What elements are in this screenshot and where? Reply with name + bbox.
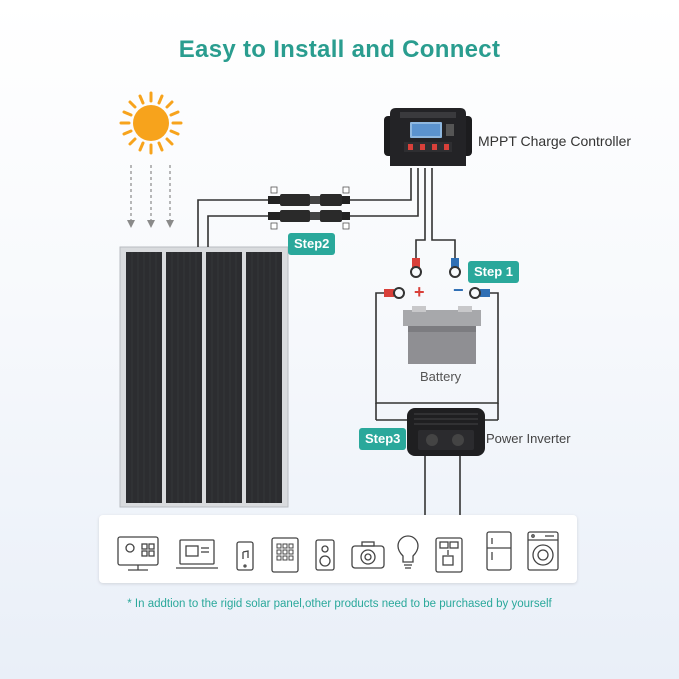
speaker-icon [315,539,335,571]
lightbulb-icon [397,535,419,569]
coffee-machine-icon [435,537,463,573]
phone-icon [236,541,254,571]
sun-icon [119,91,183,155]
controller-ring-terminals [410,258,461,278]
battery [403,306,481,364]
tablet-icon [271,537,299,573]
step2-badge: Step2 [288,233,336,255]
step1-badge: Step 1 [468,261,520,283]
sunlight-arrows [130,165,171,222]
negative-symbol: − [453,280,464,300]
mc4-connectors [268,186,350,230]
laptop-icon [176,539,218,569]
fridge-icon [486,531,512,571]
footnote: * In addtion to the rigid solar panel,ot… [127,598,552,610]
tv-icon [117,536,159,571]
battery-ring-terminals [384,287,490,299]
washing-machine-icon [527,531,559,571]
appliance-icons [117,531,559,573]
step3-badge: Step3 [359,428,407,450]
battery-cables [375,292,499,420]
panel-cables [197,168,419,247]
solar-panel [119,246,289,508]
power-inverter [407,408,485,456]
inverter-output-cables [424,456,461,515]
camera-icon [351,541,385,569]
battery-label: Battery [420,369,462,384]
controller-label: MPPT Charge Controller [478,133,632,149]
inverter-label: Power Inverter [486,431,571,446]
controller-battery-cables [415,168,456,262]
positive-symbol: + [414,282,425,302]
charge-controller [384,108,472,166]
page-title: Easy to Install and Connect [178,36,501,63]
